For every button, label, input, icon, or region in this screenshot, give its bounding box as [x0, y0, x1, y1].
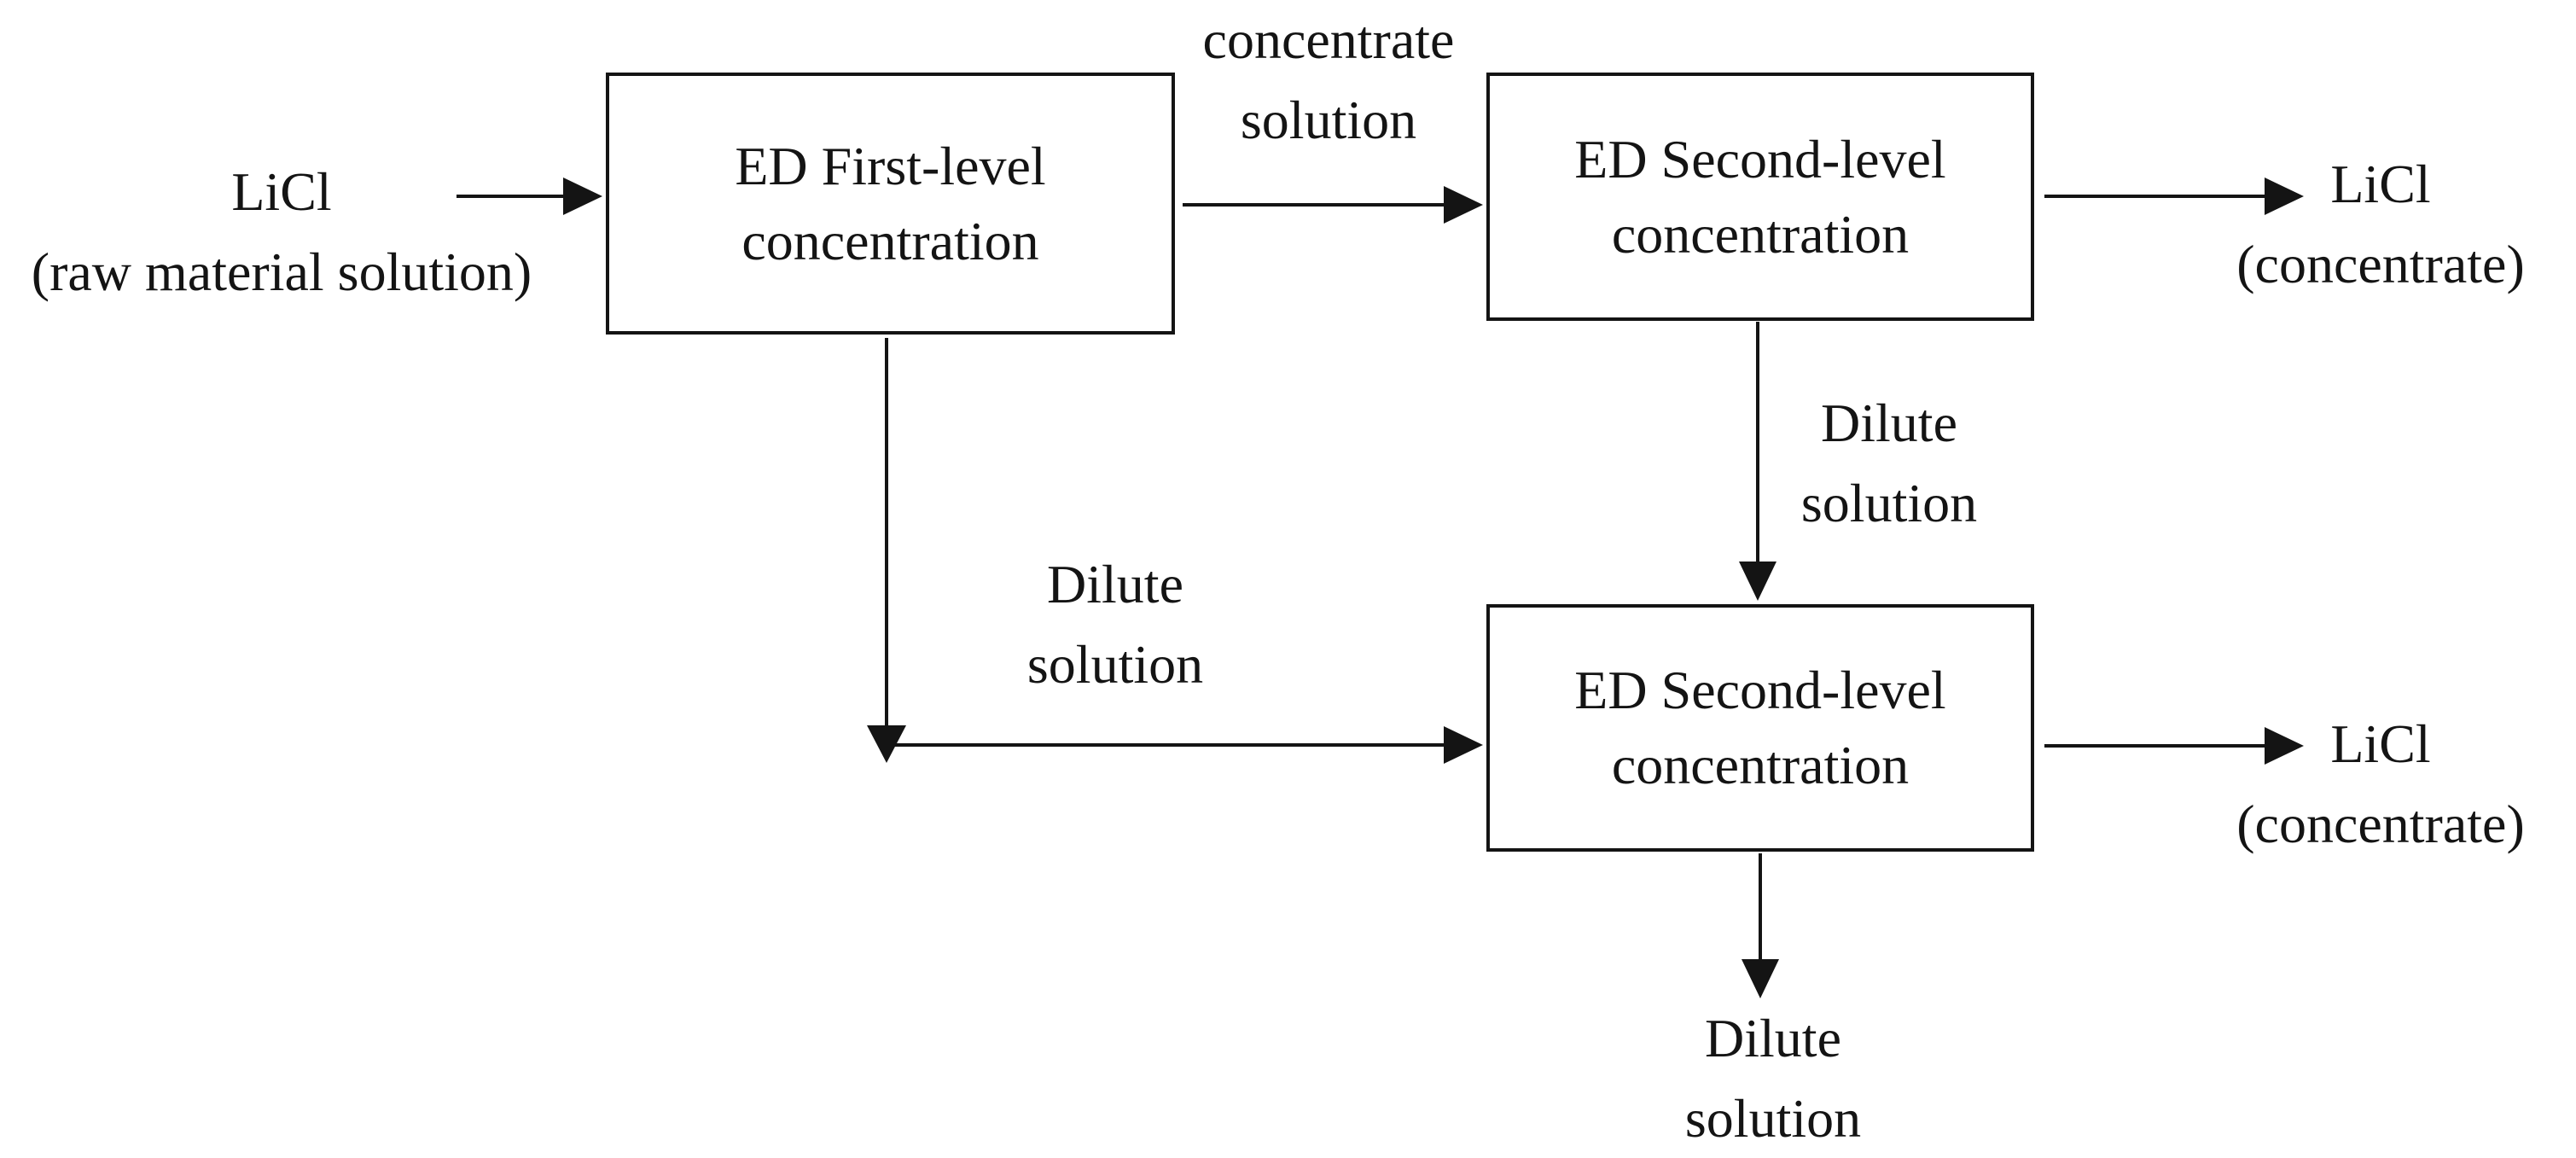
label-licl-raw-material-line2: (raw material solution)	[31, 241, 532, 302]
arrow-second-top-to-concentrate	[2044, 177, 2304, 215]
edge-label-dilute-solution-right-line2: solution	[1800, 473, 1978, 533]
label-licl-concentrate-top-line1: LiCl	[2330, 154, 2431, 214]
label-licl-concentrate-bottom-line1: LiCl	[2330, 713, 2431, 774]
arrow-second-bottom-to-concentrate	[2044, 727, 2304, 765]
process-box-second-level-bottom-line1: ED Second-level	[1574, 660, 1946, 720]
arrow-second-bottom-dilute-out	[1742, 853, 1779, 998]
edge-label-concentrate-solution-line1: concentrate	[1202, 9, 1455, 70]
edge-label-concentrate-solution-line2: solution	[1240, 90, 1417, 150]
arrow-first-level-dilute-down	[867, 338, 906, 763]
label-licl-concentrate-bottom-line2: (concentrate)	[2236, 794, 2525, 854]
label-licl-concentrate-bottom: LiCl (concentrate)	[2159, 704, 2576, 864]
edge-label-concentrate-solution: concentrate solution	[1115, 0, 1542, 160]
process-box-first-level-line2: concentration	[741, 210, 1039, 271]
label-licl-concentrate-top-line2: (concentrate)	[2236, 234, 2525, 294]
edge-label-dilute-solution-right-line1: Dilute	[1821, 393, 1957, 453]
edge-label-dilute-solution-bottom-line2: solution	[1684, 1088, 1862, 1149]
label-licl-raw-material-line1: LiCl	[231, 161, 332, 222]
edge-label-dilute-solution-bottom-line1: Dilute	[1705, 1008, 1841, 1068]
arrow-first-to-second-level	[1183, 186, 1483, 224]
arrow-second-top-to-second-bottom	[1739, 322, 1776, 601]
process-box-second-level-top: ED Second-level concentration	[1486, 73, 2034, 321]
process-box-second-level-top-line1: ED Second-level	[1574, 128, 1946, 189]
process-box-first-level: ED First-level concentration	[606, 73, 1175, 335]
edge-label-dilute-solution-bottom: Dilute solution	[1560, 998, 1986, 1158]
edge-label-dilute-solution-left: Dilute solution	[902, 544, 1329, 705]
process-box-second-level-top-line2: concentration	[1611, 203, 1910, 265]
arrow-dilute-to-second-bottom	[887, 726, 1483, 764]
process-box-second-level-bottom-line2: concentration	[1611, 735, 1910, 795]
process-box-first-level-line1: ED First-level	[735, 135, 1046, 196]
process-box-second-level-bottom: ED Second-level concentration	[1486, 604, 2034, 852]
arrow-raw-to-first-level	[456, 177, 602, 215]
label-licl-raw-material: LiCl (raw material solution)	[0, 152, 563, 312]
edge-label-dilute-solution-left-line2: solution	[1026, 634, 1204, 695]
edge-label-dilute-solution-right: Dilute solution	[1676, 383, 2102, 544]
edge-label-dilute-solution-left-line1: Dilute	[1047, 554, 1183, 614]
label-licl-concentrate-top: LiCl (concentrate)	[2159, 144, 2576, 305]
